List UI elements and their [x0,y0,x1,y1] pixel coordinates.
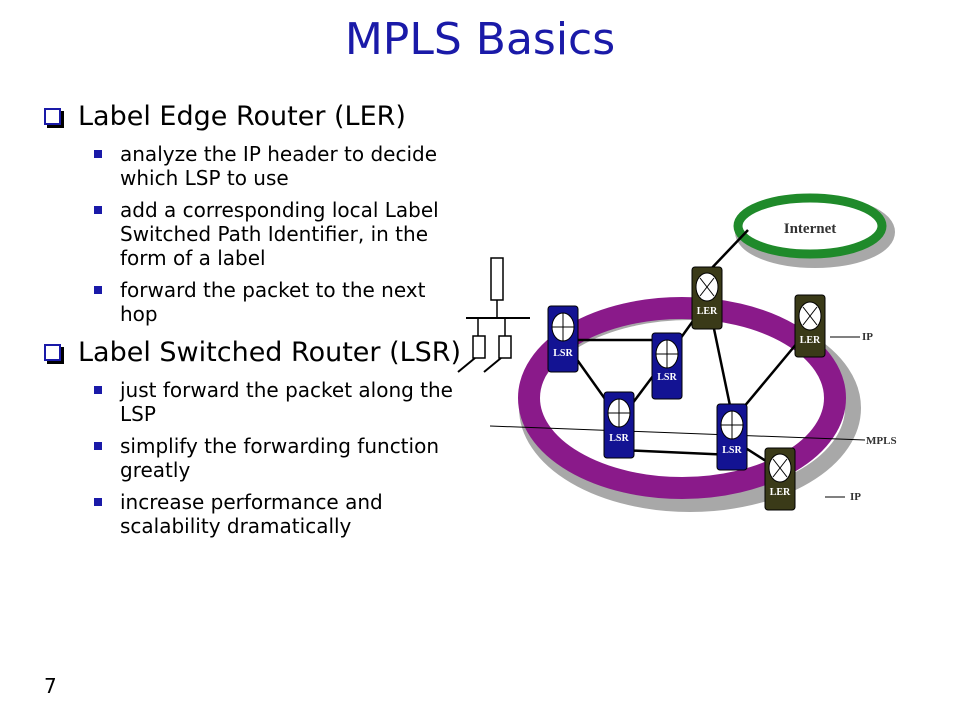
lsr-node: LSR [651,332,683,400]
sub-bullet-text: increase performance and scalability dra… [120,490,383,538]
checkbox-bullet-icon [44,344,61,361]
link [619,448,734,457]
ip-label: IP [862,331,873,343]
sub-bullet: forward the packet to the next hop [44,278,464,326]
lsr-label: LSR [553,348,573,359]
checkbox-bullet-icon [44,108,61,125]
ler-node: LER [764,447,796,511]
sub-bullet: increase performance and scalability dra… [44,490,464,538]
sub-bullet: simplify the forwarding function greatly [44,434,464,482]
page-number: 7 [44,674,57,698]
ler-label: LER [800,335,821,346]
sub-bullet-text: forward the packet to the next hop [120,278,426,326]
sub-bullet: just forward the packet along the LSP [44,378,464,426]
divider-line [489,425,866,441]
internet-label: Internet [784,221,837,237]
host-switch-icon [457,257,530,373]
bullet-heading: Label Switched Router (LSR) [78,337,462,368]
link-group [561,229,809,472]
sub-bullet: analyze the IP header to decide which LS… [44,142,464,190]
ip-label: IP [850,491,861,503]
ler-node: LER [691,266,723,330]
square-bullet-icon [94,386,102,394]
square-bullet-icon [94,150,102,158]
square-bullet-icon [94,498,102,506]
sub-bullet-text: add a corresponding local Label Switched… [120,198,439,270]
lsr-node: LSR [716,403,748,471]
internet-cloud [733,193,887,259]
link [707,229,749,273]
lsr-label: LSR [657,372,677,383]
bullet-heading: Label Edge Router (LER) [78,101,406,132]
sub-bullet: add a corresponding local Label Switched… [44,198,464,270]
bullet-ler: Label Edge Router (LER) [44,100,464,134]
mpls-ring [518,297,846,499]
page-title: MPLS Basics [344,14,616,65]
square-bullet-icon [94,206,102,214]
ler-node: LER [794,294,826,358]
sub-bullet-text: analyze the IP header to decide which LS… [120,142,438,190]
square-bullet-icon [94,286,102,294]
lsr-node: LSR [547,305,579,373]
sub-bullet-text: just forward the packet along the LSP [120,378,453,426]
bullet-lsr: Label Switched Router (LSR) [44,336,464,370]
lsr-label: LSR [609,433,629,444]
lsr-node: LSR [603,391,635,459]
lsr-label: LSR [722,445,742,456]
ler-label: LER [770,487,791,498]
square-bullet-icon [94,442,102,450]
mpls-label: MPLS [866,435,897,447]
bullet-list: Label Edge Router (LER) analyze the IP h… [44,96,464,538]
ler-label: LER [697,306,718,317]
sub-bullet-text: simplify the forwarding function greatly [120,434,439,482]
